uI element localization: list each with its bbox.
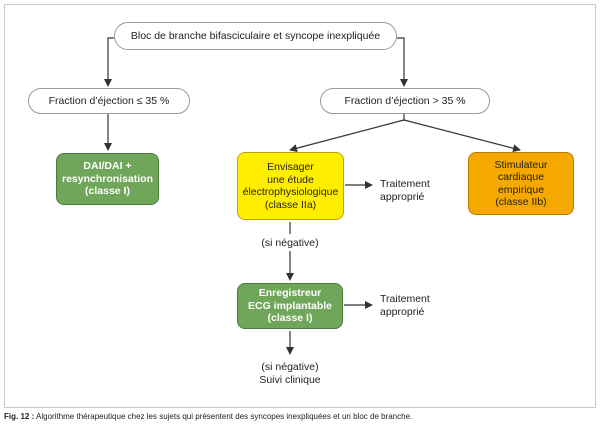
caption-prefix: Fig. 12 : [4, 412, 35, 421]
arrow-root-to-right [397, 37, 408, 87]
arrow-right-to-pacemaker [403, 119, 521, 153]
if-negative-label-1: (si négative) [261, 237, 319, 249]
treatment-label-1: Traitement approprié [380, 178, 430, 203]
pacemaker-node: Stimulateur cardiaque empirique (classe … [468, 152, 574, 215]
caption-text: Algorithme thérapeutique chez les sujets… [34, 412, 413, 421]
pacemaker-label: Stimulateur cardiaque empirique (classe … [494, 158, 548, 209]
if-negative-followup-label: (si négative) Suivi clinique [259, 361, 321, 386]
ecg-recorder-label: Enregistreur ECG implantable (classe I) [247, 287, 332, 325]
arrow-right-to-ep [289, 114, 405, 153]
dai-label: DAI/DAI + resynchronisation (classe I) [61, 160, 154, 198]
root-node: Bloc de branche bifasciculaire et syncop… [114, 22, 397, 50]
right-branch-label: Fraction d’éjection > 35 % [344, 94, 466, 107]
ep-study-node: Envisager une étude électrophysiologique… [237, 152, 344, 220]
dai-node: DAI/DAI + resynchronisation (classe I) [56, 153, 159, 205]
treatment-label-2: Traitement approprié [380, 293, 430, 318]
figure-frame [4, 4, 596, 408]
left-branch-node: Fraction d’éjection ≤ 35 % [28, 88, 190, 114]
root-node-label: Bloc de branche bifasciculaire et syncop… [130, 29, 381, 42]
left-branch-label: Fraction d’éjection ≤ 35 % [48, 94, 170, 107]
ecg-recorder-node: Enregistreur ECG implantable (classe I) [237, 283, 343, 329]
ep-study-label: Envisager une étude électrophysiologique… [242, 161, 339, 211]
arrow-root-to-left [104, 37, 114, 87]
right-branch-node: Fraction d’éjection > 35 % [320, 88, 490, 114]
figure-caption: Fig. 12 : Algorithme thérapeutique chez … [4, 412, 412, 421]
